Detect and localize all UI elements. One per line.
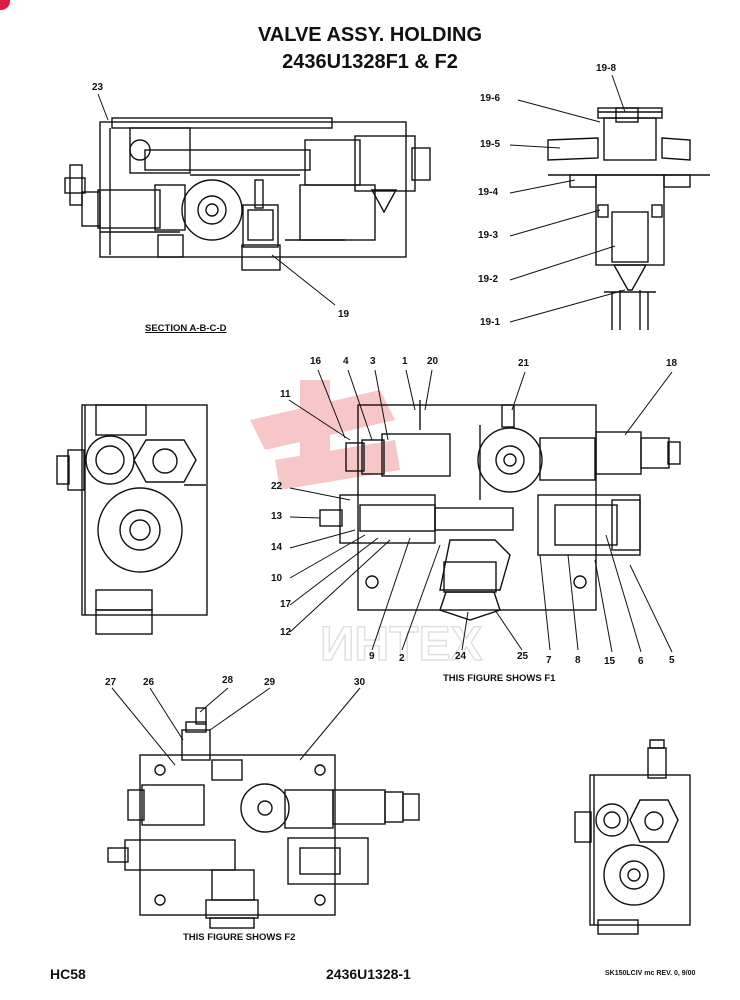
label-1: 1: [402, 356, 408, 367]
section-view: [64, 117, 431, 271]
side-view-f1: [56, 404, 208, 635]
caption-section: SECTION A-B-C-D: [145, 323, 227, 334]
label-20: 20: [427, 356, 439, 367]
label-12: 12: [280, 627, 292, 638]
footer-drawing-number: 2436U1328-1: [326, 966, 411, 982]
label-11: 11: [280, 389, 291, 400]
caption-f1: THIS FIGURE SHOWS F1: [443, 673, 556, 684]
side-view-f2: [574, 739, 691, 935]
svg-text:ИНТЕХ: ИНТЕХ: [320, 618, 483, 671]
label-3: 3: [370, 356, 376, 367]
detail-19-view: [547, 107, 710, 330]
text-watermark: ИНТЕХ: [319, 617, 483, 672]
label-4: 4: [343, 356, 349, 367]
f1-main-view: [319, 400, 681, 621]
label-19-4: 19-4: [478, 187, 499, 198]
label-25: 25: [517, 651, 529, 662]
label-22: 22: [271, 481, 283, 492]
label-29: 29: [264, 677, 276, 688]
label-5: 5: [669, 655, 675, 666]
footer-revision: SK150LCIV mc REV. 0, 9/00: [605, 970, 696, 977]
title-line-2: 2436U1328F1 & F2: [282, 51, 458, 73]
label-7: 7: [546, 655, 552, 666]
label-19-3: 19-3: [478, 230, 499, 241]
label-16: 16: [310, 356, 322, 367]
label-28: 28: [222, 675, 234, 686]
label-27: 27: [105, 677, 117, 688]
label-24: 24: [455, 651, 467, 662]
label-6: 6: [638, 656, 644, 667]
corner-badge: [0, 0, 10, 10]
label-17: 17: [280, 599, 292, 610]
label-19-5: 19-5: [480, 139, 501, 150]
label-19-6: 19-6: [480, 93, 501, 104]
label-19-1: 19-1: [480, 317, 501, 328]
label-9: 9: [369, 651, 375, 662]
label-8: 8: [575, 655, 581, 666]
label-26: 26: [143, 677, 155, 688]
label-2: 2: [399, 653, 405, 664]
f2-main-view: [107, 707, 420, 929]
label-23: 23: [92, 82, 104, 93]
label-19: 19: [338, 309, 350, 320]
label-10: 10: [271, 573, 283, 584]
label-19-2: 19-2: [478, 274, 499, 285]
label-21: 21: [518, 358, 530, 369]
title-line-1: VALVE ASSY. HOLDING: [257, 24, 483, 46]
label-18: 18: [666, 358, 678, 369]
label-15: 15: [604, 656, 616, 667]
footer-page-code: HC58: [50, 966, 86, 982]
label-30: 30: [354, 677, 366, 688]
label-13: 13: [271, 511, 283, 522]
caption-f2: THIS FIGURE SHOWS F2: [183, 932, 296, 943]
label-14: 14: [271, 542, 283, 553]
label-19-8: 19-8: [596, 63, 617, 74]
